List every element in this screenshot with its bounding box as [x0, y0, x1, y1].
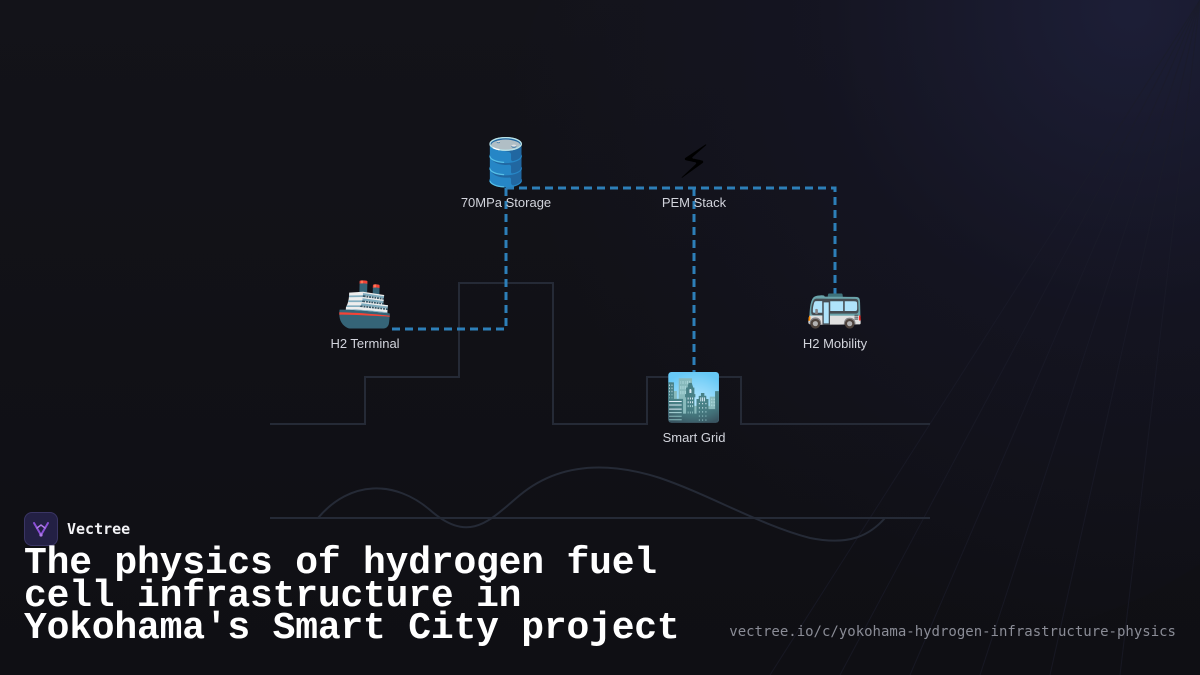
- skyline-outline: [270, 282, 930, 425]
- node-storage: 🛢️ 70MPa Storage: [436, 135, 576, 210]
- article-url: vectree.io/c/yokohama-hydrogen-infrastru…: [729, 624, 1176, 640]
- node-grid-label: Smart Grid: [662, 430, 726, 445]
- brand: Vectree: [24, 512, 130, 546]
- node-pem: ⚡ PEM Stack: [624, 135, 764, 210]
- vectree-logo-icon: [24, 512, 58, 546]
- node-pem-label: PEM Stack: [661, 195, 727, 210]
- connectors: [388, 186, 837, 376]
- node-terminal-label: H2 Terminal: [330, 336, 400, 351]
- page-title: The physics of hydrogen fuel cell infras…: [24, 542, 680, 650]
- node-grid: 🏙️ Smart Grid: [624, 370, 764, 445]
- lightning-bolt-icon: ⚡: [677, 135, 711, 189]
- wave-outline: [317, 466, 886, 542]
- connector-storage-mobility: [506, 186, 837, 300]
- brand-name: Vectree: [67, 520, 131, 538]
- node-terminal: 🚢 H2 Terminal: [295, 276, 435, 351]
- connector-storage-terminal: [388, 188, 508, 331]
- node-mobility: 🚌 H2 Mobility: [765, 276, 905, 351]
- oil-drum-icon: 🛢️: [477, 135, 535, 189]
- bus-icon: 🚌: [806, 276, 864, 330]
- ship-icon: 🚢: [336, 276, 394, 330]
- node-mobility-label: H2 Mobility: [802, 336, 868, 351]
- node-storage-label: 70MPa Storage: [460, 195, 552, 210]
- cityscape-icon: 🏙️: [665, 370, 723, 424]
